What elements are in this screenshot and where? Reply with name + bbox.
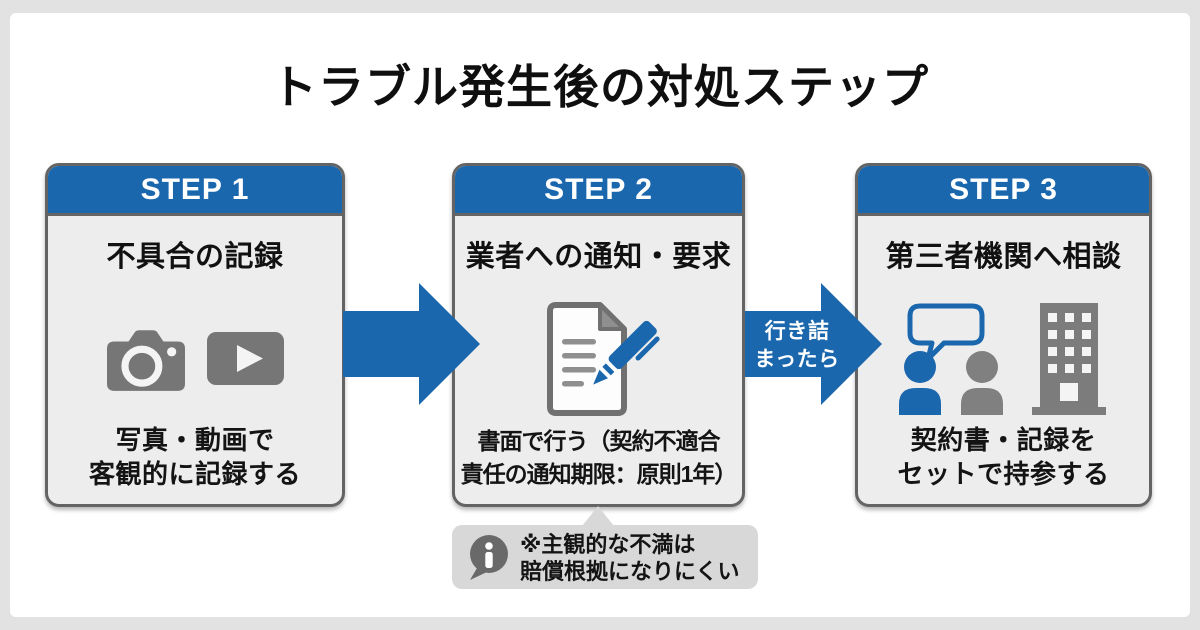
note-text-line1: ※主観的な不満は	[520, 532, 696, 557]
step-3-icon-area	[858, 301, 1149, 416]
step-1-header-label: STEP 1	[140, 172, 250, 206]
step-2-card: STEP 2 業者への通知・要求 書面で行う（契約不適合 責任の通知	[452, 163, 745, 507]
step-3-header: STEP 3	[858, 166, 1149, 216]
arrow-step2-to-step3-label: 行き詰 まったら	[747, 318, 847, 374]
step-2-title: 業者への通知・要求	[465, 241, 732, 273]
pen-glyph	[592, 320, 660, 385]
note-text: ※主観的な不満は 賠償根拠になりにくい	[520, 531, 740, 585]
person-blue-icon	[898, 350, 941, 415]
step-1-title: 不具合の記録	[106, 241, 284, 273]
step-3-card: STEP 3 第三者機関へ相談	[855, 163, 1152, 507]
step-3-caption-line1: 契約書・記録を	[910, 425, 1097, 455]
step-1-icon-area	[48, 301, 342, 416]
step-1-caption: 写真・動画で 客観的に記録する	[48, 423, 342, 491]
step-1-caption-line1: 写真・動画で	[115, 425, 275, 455]
document-pen-icon	[546, 301, 660, 416]
note-pointer-triangle	[582, 506, 614, 526]
speech-bubble-icon	[907, 303, 984, 361]
infographic-canvas: トラブル発生後の対処ステップ STEP 1 不具合の記録 写真・動画で 客観的に…	[10, 13, 1190, 617]
camera-icon	[106, 329, 185, 391]
step-3-caption: 契約書・記録を セットで持参する	[858, 423, 1149, 491]
step-1-caption-line2: 客観的に記録する	[88, 459, 301, 489]
person-gray-icon	[960, 350, 1003, 415]
step-1-card: STEP 1 不具合の記録 写真・動画で 客観的に記録する	[45, 163, 345, 507]
step-3-caption-line2: セットで持参する	[897, 459, 1110, 489]
step-2-caption-line1: 書面で行う（契約不適合	[477, 428, 721, 454]
page-title: トラブル発生後の対処ステップ	[271, 61, 929, 113]
note-text-line2: 賠償根拠になりにくい	[520, 559, 740, 584]
step-1-header: STEP 1	[48, 166, 342, 216]
arrow-label-line2: まったら	[754, 348, 840, 371]
step-2-caption-line2: 責任の通知期限：原則1年）	[460, 461, 738, 487]
step-2-icon-area	[455, 301, 742, 416]
arrow-step1-to-step2	[343, 283, 480, 405]
building-icon	[1031, 302, 1106, 415]
info-icon	[468, 534, 512, 581]
consultation-building-icons	[898, 302, 1106, 415]
step-3-header-label: STEP 3	[949, 172, 1058, 206]
note-box: ※主観的な不満は 賠償根拠になりにくい	[452, 525, 758, 589]
step-2-caption: 書面で行う（契約不適合 責任の通知期限：原則1年）	[455, 425, 742, 491]
video-play-icon	[206, 332, 284, 385]
arrow-label-line1: 行き詰	[764, 320, 830, 343]
step-2-header-label: STEP 2	[544, 172, 653, 206]
step-3-title: 第三者機関へ相談	[885, 241, 1122, 273]
arrow-step2-to-step3	[745, 283, 882, 405]
step-2-header: STEP 2	[455, 166, 742, 216]
